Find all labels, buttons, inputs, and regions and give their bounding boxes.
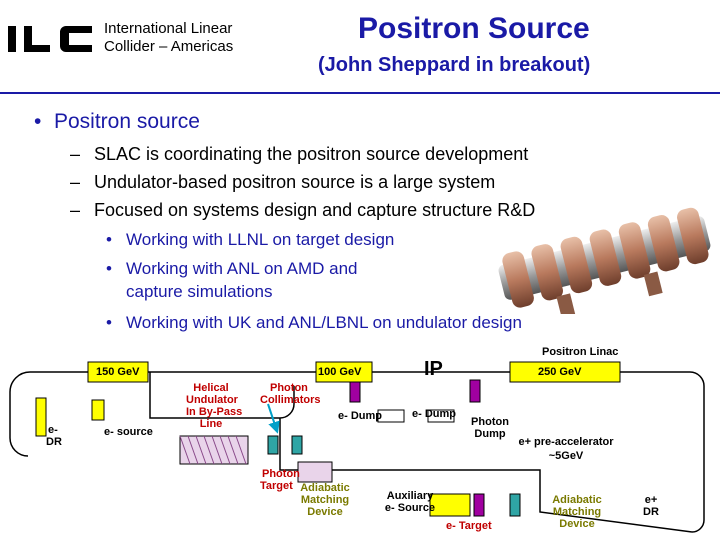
bullet-anl-cont: capture simulations: [126, 282, 273, 301]
helical-label-1: Helical: [193, 382, 229, 394]
photon-dump-label-2: Dump: [474, 428, 506, 440]
aux-source-label-2: e- Source: [384, 502, 436, 514]
bullet-sub-2-text: Undulator-based positron source is a lar…: [94, 172, 496, 192]
aux-source-box: [429, 493, 471, 517]
bullet-sub-3: –Focused on systems design and capture s…: [70, 200, 536, 220]
bullet-sub-2: –Undulator-based positron source is a la…: [70, 172, 496, 192]
photon-collimator-2: [291, 435, 303, 455]
ilc-logo-icon: [8, 26, 92, 52]
magnet-1: [349, 379, 361, 403]
e-dr-label-2: DR: [46, 436, 62, 448]
helical-label-2: Undulator: [186, 394, 238, 406]
ip-label: IP: [424, 358, 443, 380]
bullet-llnl-text: Working with LLNL on target design: [126, 230, 395, 249]
target-transport: [279, 418, 294, 471]
bullet-anl: •Working with ANL on AMD and: [106, 259, 358, 278]
bullet-llnl: •Working with LLNL on target design: [106, 230, 395, 249]
e-dr-box: [35, 397, 47, 437]
e-dump-1-label: e- Dump: [338, 410, 382, 422]
beamline-left: [9, 371, 31, 457]
e-source-label: e- source: [104, 426, 153, 438]
magnet-2: [469, 379, 481, 403]
bullet-sub-1: –SLAC is coordinating the positron sourc…: [70, 144, 529, 164]
bullet-sub-3-text: Focused on systems design and capture st…: [94, 200, 536, 220]
e250-label: 250 GeV: [538, 366, 582, 378]
linac-250-box: [509, 361, 621, 383]
bullet-anl-text: Working with ANL on AMD and: [126, 259, 358, 278]
e-plus-dr-label-2: DR: [643, 506, 659, 518]
bullet-main: •Positron source: [34, 110, 200, 133]
positron-source-layout-diagram: [9, 361, 705, 533]
linac-100-box: [315, 361, 373, 383]
bullet-uk: •Working with UK and ANL/LBNL on undulat…: [106, 313, 522, 332]
adiabatic-right-label-1: Adiabatic: [552, 494, 602, 506]
photon-target-box: [297, 461, 333, 483]
org-name-line2: Collider – Americas: [104, 38, 234, 55]
slide-title: Positron Source: [358, 12, 590, 45]
e-dump-2-label: e- Dump: [412, 408, 456, 420]
e-plus-dr-label-1: e+: [644, 494, 658, 506]
photon-target-label-2: Target: [260, 480, 293, 492]
org-name-line1: International Linear: [104, 20, 233, 37]
bullet-uk-text: Working with UK and ANL/LBNL on undulato…: [126, 313, 522, 332]
aux-magnet: [473, 493, 485, 517]
e-dr-label-1: e-: [48, 424, 58, 436]
adiabatic-label-2: Matching: [300, 494, 350, 506]
linac-150-box: [87, 361, 149, 383]
header-divider: [0, 92, 720, 94]
helical-label-3: In By-Pass: [186, 406, 243, 418]
helical-label-4: Line: [199, 418, 223, 430]
beamline-upper: [30, 371, 705, 533]
aux-source-label-1: Auxiliary: [386, 490, 434, 502]
positron-linac-label: Positron Linac: [542, 346, 619, 358]
photon-dump-label-1: Photon: [471, 416, 509, 428]
e-target-label: e- Target: [446, 520, 492, 532]
bullet-main-text: Positron source: [54, 110, 200, 133]
e150-label: 150 GeV: [96, 366, 140, 378]
preaccelerator-label-2: ~5GeV: [548, 450, 584, 462]
bullet-sub-1-text: SLAC is coordinating the positron source…: [94, 144, 529, 164]
positron-transport-line: [294, 469, 693, 533]
adiabatic-label-3: Device: [307, 506, 343, 518]
adiabatic-label-1: Adiabatic: [300, 482, 350, 494]
preaccelerator-label-1: e+ pre-accelerator: [518, 436, 614, 448]
slide-subtitle: (John Sheppard in breakout): [318, 54, 591, 76]
e-dump-1-box: [377, 409, 405, 423]
adiabatic-right-label-3: Device: [559, 518, 595, 530]
collimator-arrow: [267, 403, 280, 434]
adiabatic-right-label-2: Matching: [552, 506, 602, 518]
photon-collimators-label-1: Photon: [270, 382, 308, 394]
e-dump-2-box: [427, 409, 455, 423]
capture-structure-image: [498, 207, 711, 314]
photon-collimators-label-2: Collimators: [260, 394, 321, 406]
photon-target-label-1: Photon: [262, 468, 300, 480]
e-target-box: [509, 493, 521, 517]
e-source-box: [91, 399, 105, 421]
e100-label: 100 GeV: [318, 366, 362, 378]
undulator-hatching: [179, 435, 247, 465]
photon-collimator-1: [267, 435, 279, 455]
